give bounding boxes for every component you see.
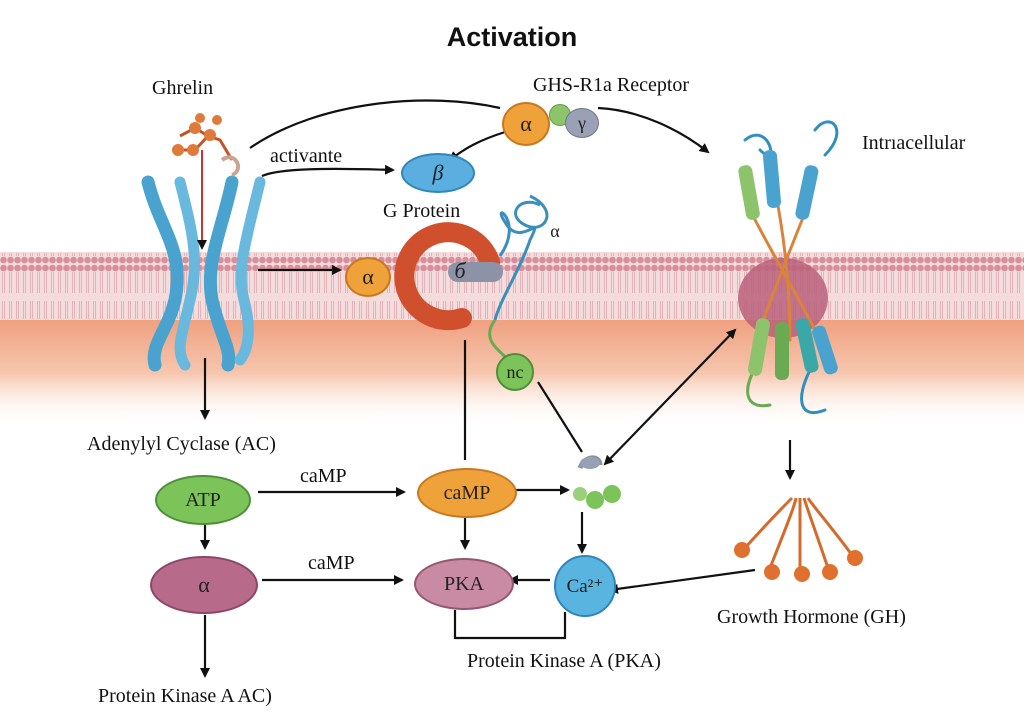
beta-subunit-membrane: б (454, 258, 466, 283)
g-protein-complex (394, 194, 549, 361)
growth-hormone-label: Growth Hormone (GH) (717, 606, 906, 628)
lipid-bilayer (0, 253, 1024, 319)
alpha-loop-label: α (550, 220, 560, 241)
alpha-subunit-membrane: α (345, 257, 391, 297)
ghrelin-label: Ghrelin (152, 77, 214, 99)
nc-node: nc (496, 353, 534, 391)
alpha-node-lower: α (150, 556, 258, 614)
alpha-subunit-top: α (502, 102, 550, 146)
growth-hormone-molecule (743, 496, 854, 570)
g-protein-label: G Protein (383, 200, 461, 222)
adenylyl-cyclase-label: Adenylyl Cyclase (AC) (87, 433, 276, 455)
gh-secretagogue-channel (738, 120, 839, 415)
pka-node: PKA (414, 558, 514, 610)
camp-node: caMP (417, 468, 517, 518)
camp-arrow-label-bottom: caMP (308, 552, 355, 574)
receptor-label: GHS-R1a Receptor (533, 74, 690, 96)
beta-subunit-top: β (401, 153, 475, 193)
calcium-node: Ca²⁺ (554, 555, 616, 617)
growth-hormone-beads (734, 542, 863, 582)
gamma-subunit-top: γ (565, 108, 599, 138)
camp-arrow-label-top: caMP (300, 465, 347, 487)
intracellular-label: Intrıacellular (862, 132, 966, 154)
ghsr-receptor-helices (141, 175, 266, 372)
pka-ac-label: Protein Kinase A AC) (98, 685, 272, 707)
calcium-complex-icon (573, 455, 621, 509)
activante-label: activante (270, 145, 343, 167)
atp-node: ATP (155, 475, 251, 525)
pka-full-label: Protein Kinase A (PKA) (467, 650, 661, 672)
ghrelin-molecule (172, 113, 240, 250)
diagram-title: Activation (446, 22, 578, 52)
